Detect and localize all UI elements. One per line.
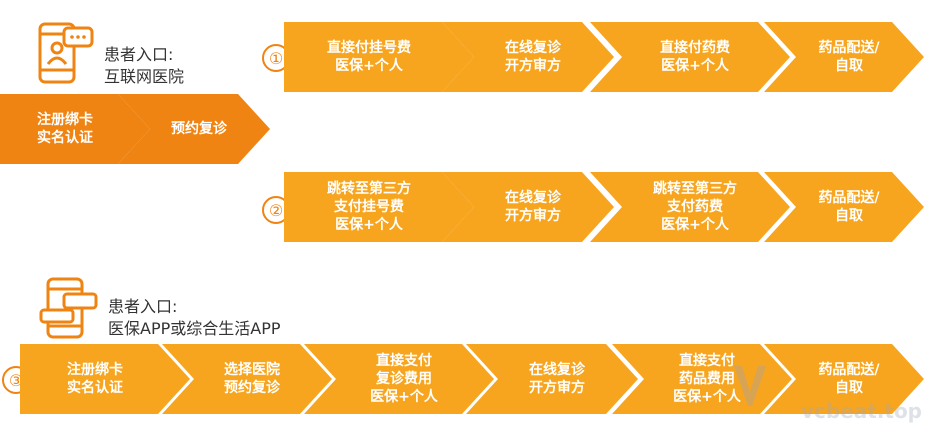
r1-step-3: 直接付药费 医保+个人 <box>590 22 790 92</box>
r3-step-3: 直接支付 复诊费用 医保+个人 <box>304 344 494 414</box>
step-register: 注册绑卡 实名认证 <box>0 94 150 164</box>
r2-step-1: 跳转至第三方 支付挂号费 医保+个人 <box>284 172 474 242</box>
r2-step-3: 跳转至第三方 支付药费 医保+个人 <box>590 172 790 242</box>
r3-step-1: 注册绑卡 实名认证 <box>20 344 190 414</box>
r1-step-1: 直接付挂号费 医保+个人 <box>284 22 474 92</box>
watermark: vcbeat.top <box>800 399 922 423</box>
phone-chat-icon <box>38 22 94 84</box>
vb-logo-icon <box>734 366 766 406</box>
entry-a-label: 患者入口: 互联网医院 <box>104 45 185 86</box>
entry-b-label: 患者入口: 医保APP或综合生活APP <box>108 297 281 338</box>
phone-dialog-icon <box>39 277 98 339</box>
